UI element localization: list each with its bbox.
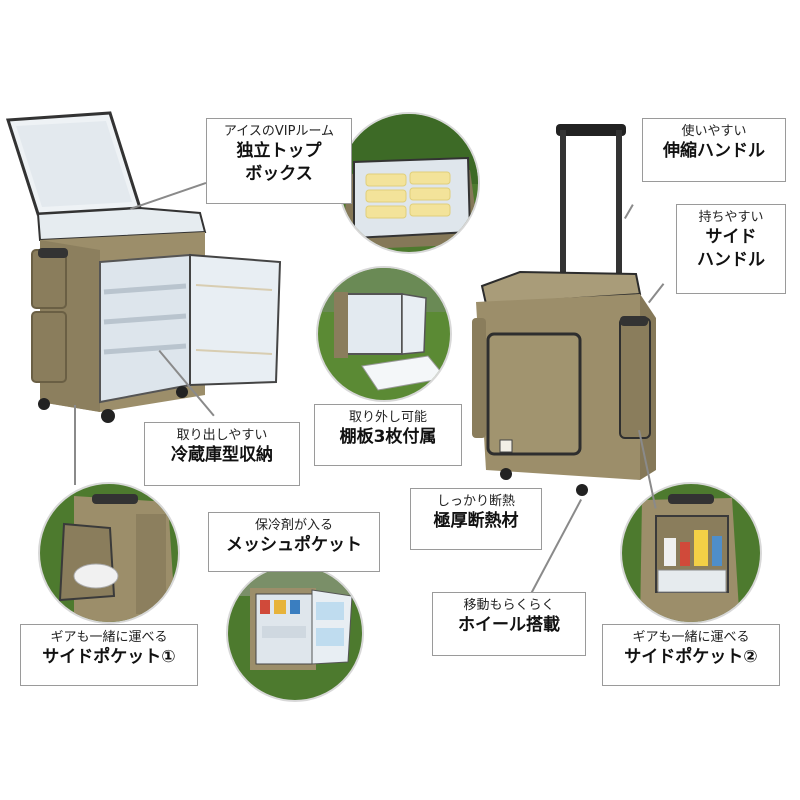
callout-wheels: 移動もらくらく ホイール搭載 [432,592,586,656]
callout-telescopic-handle: 使いやすい 伸縮ハンドル [642,118,786,182]
callout-fridge-storage: 取り出しやすい 冷蔵庫型収納 [144,422,300,486]
callout-side-pocket-1: ギアも一緒に運べる サイドポケット① [20,624,198,686]
side-pocket-1-detail-photo [38,482,180,624]
callout-top-box: アイスのVIPルーム 独立トップ ボックス [206,118,352,204]
leader-line [74,405,76,485]
callout-side-pocket-2: ギアも一緒に運べる サイドポケット② [602,624,780,686]
mesh-pocket-detail-photo [226,564,364,702]
callout-mesh-pocket: 保冷剤が入る メッシュポケット [208,512,380,572]
side-pocket-2-detail-photo [620,482,762,624]
callout-shelves: 取り外し可能 棚板3枚付属 [314,404,462,466]
callout-side-handle: 持ちやすい サイド ハンドル [676,204,786,294]
shelves-detail-photo [316,266,452,402]
callout-insulation: しっかり断熱 極厚断熱材 [410,488,542,550]
top-box-detail-photo [338,112,480,254]
